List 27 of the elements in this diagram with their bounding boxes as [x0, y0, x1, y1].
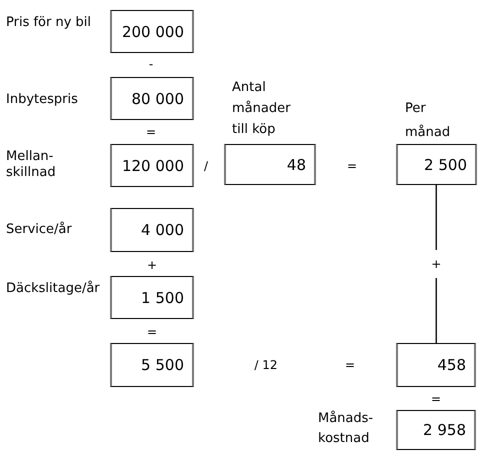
value-box: 1 500 [110, 276, 194, 319]
row-label: Däckslitage/år [6, 281, 100, 296]
value-box: 5 500 [110, 343, 194, 387]
row-label: Service/år [6, 222, 72, 237]
value-box: 120 000 [110, 144, 194, 187]
value-box: 2 958 [396, 410, 476, 450]
division-sign: / [204, 159, 208, 173]
equals-sign: = [146, 125, 156, 139]
value-box: 458 [396, 343, 476, 387]
value-box: 48 [224, 144, 316, 185]
equals-sign: = [430, 392, 442, 406]
row-label: Pris för ny bil [6, 15, 92, 30]
value-box: 2 500 [396, 144, 477, 185]
value-box: 4 000 [110, 208, 194, 252]
value-box: 200 000 [110, 10, 194, 53]
column-heading: Antal månader till köp [232, 79, 292, 139]
row-label: Månads- kostnad [318, 410, 374, 448]
column-heading: Per månad [405, 100, 452, 142]
plus-sign: + [146, 258, 158, 272]
row-label: Mellan- skillnad [6, 149, 57, 181]
row-label: Inbytespris [6, 92, 78, 107]
equals-sign: = [346, 159, 358, 173]
equals-sign: = [146, 325, 158, 339]
value-box: 80 000 [110, 77, 194, 120]
equals-sign: = [344, 358, 356, 372]
divisor-term: / 12 [254, 358, 278, 372]
minus-sign: - [148, 57, 154, 71]
